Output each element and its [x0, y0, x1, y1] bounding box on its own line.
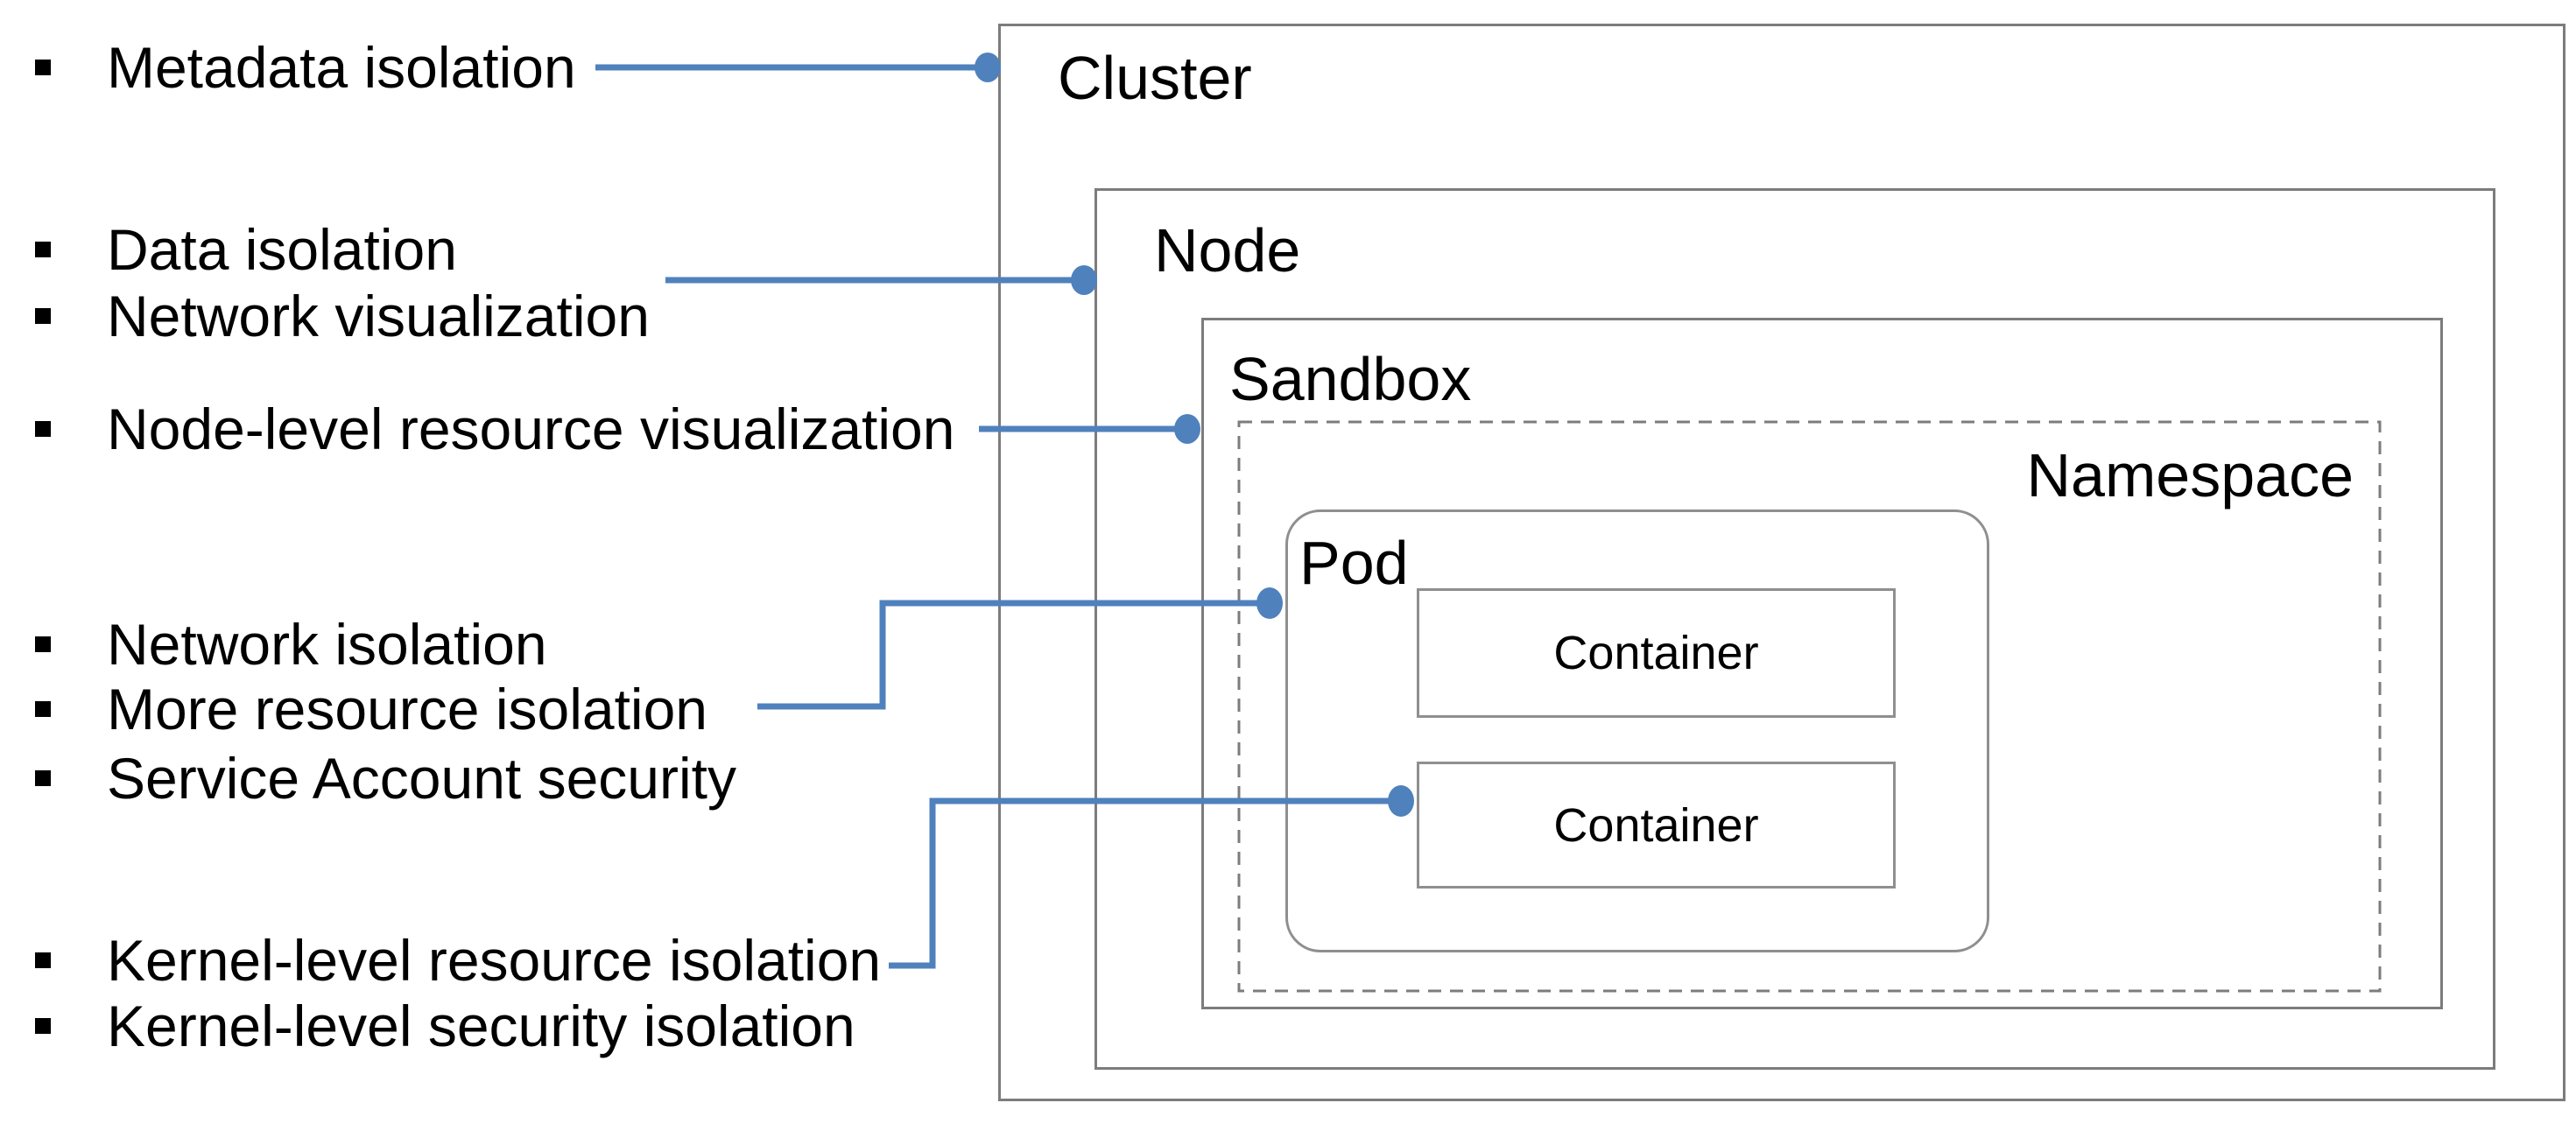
- bullet-square-icon: [35, 421, 51, 437]
- cluster-label: Cluster: [1058, 44, 1252, 112]
- bullet-item-service-account-security: Service Account security: [35, 746, 736, 811]
- container-label: Container: [1553, 627, 1759, 679]
- bullet-label: Service Account security: [107, 746, 736, 811]
- bullet-square-icon: [35, 770, 51, 786]
- bullet-item-node-level-resource-visualization: Node-level resource visualization: [35, 397, 955, 461]
- bullet-label: More resource isolation: [107, 677, 707, 741]
- bullet-item-kernel-level-security-isolation: Kernel-level security isolation: [35, 994, 855, 1058]
- endpoint-dot-cluster: [975, 53, 1001, 82]
- bullet-label: Kernel-level resource isolation: [107, 928, 882, 993]
- bullet-square-icon: [35, 636, 51, 652]
- bullet-square-icon: [35, 242, 51, 257]
- bullet-item-network-visualization: Network visualization: [35, 284, 650, 348]
- bullet-label: Network visualization: [107, 284, 650, 348]
- container-box-1: Container: [1417, 588, 1896, 718]
- bullet-square-icon: [35, 701, 51, 717]
- bullet-item-metadata-isolation: Metadata isolation: [35, 35, 576, 100]
- container-box-2: Container: [1417, 762, 1896, 889]
- namespace-label: Namespace: [2026, 441, 2354, 509]
- pod-label: Pod: [1299, 529, 1409, 597]
- node-label: Node: [1154, 216, 1301, 285]
- bullet-item-kernel-level-resource-isolation: Kernel-level resource isolation: [35, 928, 882, 993]
- container-label: Container: [1553, 798, 1759, 852]
- bullet-item-network-isolation: Network isolation: [35, 612, 547, 677]
- bullet-label: Network isolation: [107, 612, 547, 677]
- sandbox-label: Sandbox: [1229, 345, 1472, 413]
- bullet-label: Kernel-level security isolation: [107, 994, 855, 1058]
- bullet-label: Node-level resource visualization: [107, 397, 955, 461]
- bullet-label: Data isolation: [107, 217, 457, 282]
- bullet-item-data-isolation: Data isolation: [35, 217, 457, 282]
- bullet-square-icon: [35, 60, 51, 75]
- bullet-label: Metadata isolation: [107, 35, 576, 100]
- bullet-square-icon: [35, 1018, 51, 1034]
- bullet-item-more-resource-isolation: More resource isolation: [35, 677, 707, 741]
- bullet-square-icon: [35, 308, 51, 324]
- cluster-box: [998, 24, 2565, 1101]
- bullet-square-icon: [35, 952, 51, 968]
